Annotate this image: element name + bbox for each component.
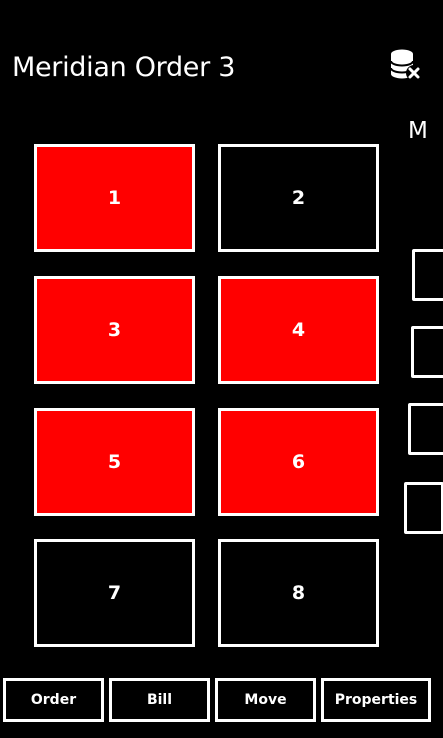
bottom-app-bar: Order Bill Move Properties	[0, 678, 443, 724]
next-pane-title-peek[interactable]: M	[408, 118, 428, 144]
next-pane-peek-item[interactable]	[408, 403, 443, 455]
page-title: Meridian Order 3	[12, 52, 236, 83]
table-tile-8[interactable]: 8	[218, 539, 379, 647]
table-number: 4	[291, 319, 306, 341]
table-tile-7[interactable]: 7	[34, 539, 195, 647]
properties-button[interactable]: Properties	[321, 678, 431, 722]
table-tile-6[interactable]: 6	[218, 408, 379, 516]
table-number: 2	[291, 187, 306, 209]
move-button[interactable]: Move	[215, 678, 316, 722]
database-remove-icon[interactable]	[388, 48, 424, 82]
table-tile-2[interactable]: 2	[218, 144, 379, 252]
next-pane-peek-item[interactable]	[411, 326, 443, 378]
order-button[interactable]: Order	[3, 678, 104, 722]
table-tile-4[interactable]: 4	[218, 276, 379, 384]
bill-button[interactable]: Bill	[109, 678, 210, 722]
next-pane-peek-item[interactable]	[404, 482, 443, 534]
table-number: 6	[291, 451, 306, 473]
table-grid: 1 2 3 4 5 6 7 8	[34, 144, 380, 647]
table-tile-1[interactable]: 1	[34, 144, 195, 252]
table-number: 5	[107, 451, 122, 473]
table-tile-5[interactable]: 5	[34, 408, 195, 516]
table-number: 3	[107, 319, 122, 341]
database-remove-icon-graphic	[390, 49, 422, 81]
table-number: 8	[291, 582, 306, 604]
table-tile-3[interactable]: 3	[34, 276, 195, 384]
table-number: 1	[107, 187, 122, 209]
table-number: 7	[107, 582, 122, 604]
next-pane-peek-item[interactable]	[412, 249, 443, 301]
